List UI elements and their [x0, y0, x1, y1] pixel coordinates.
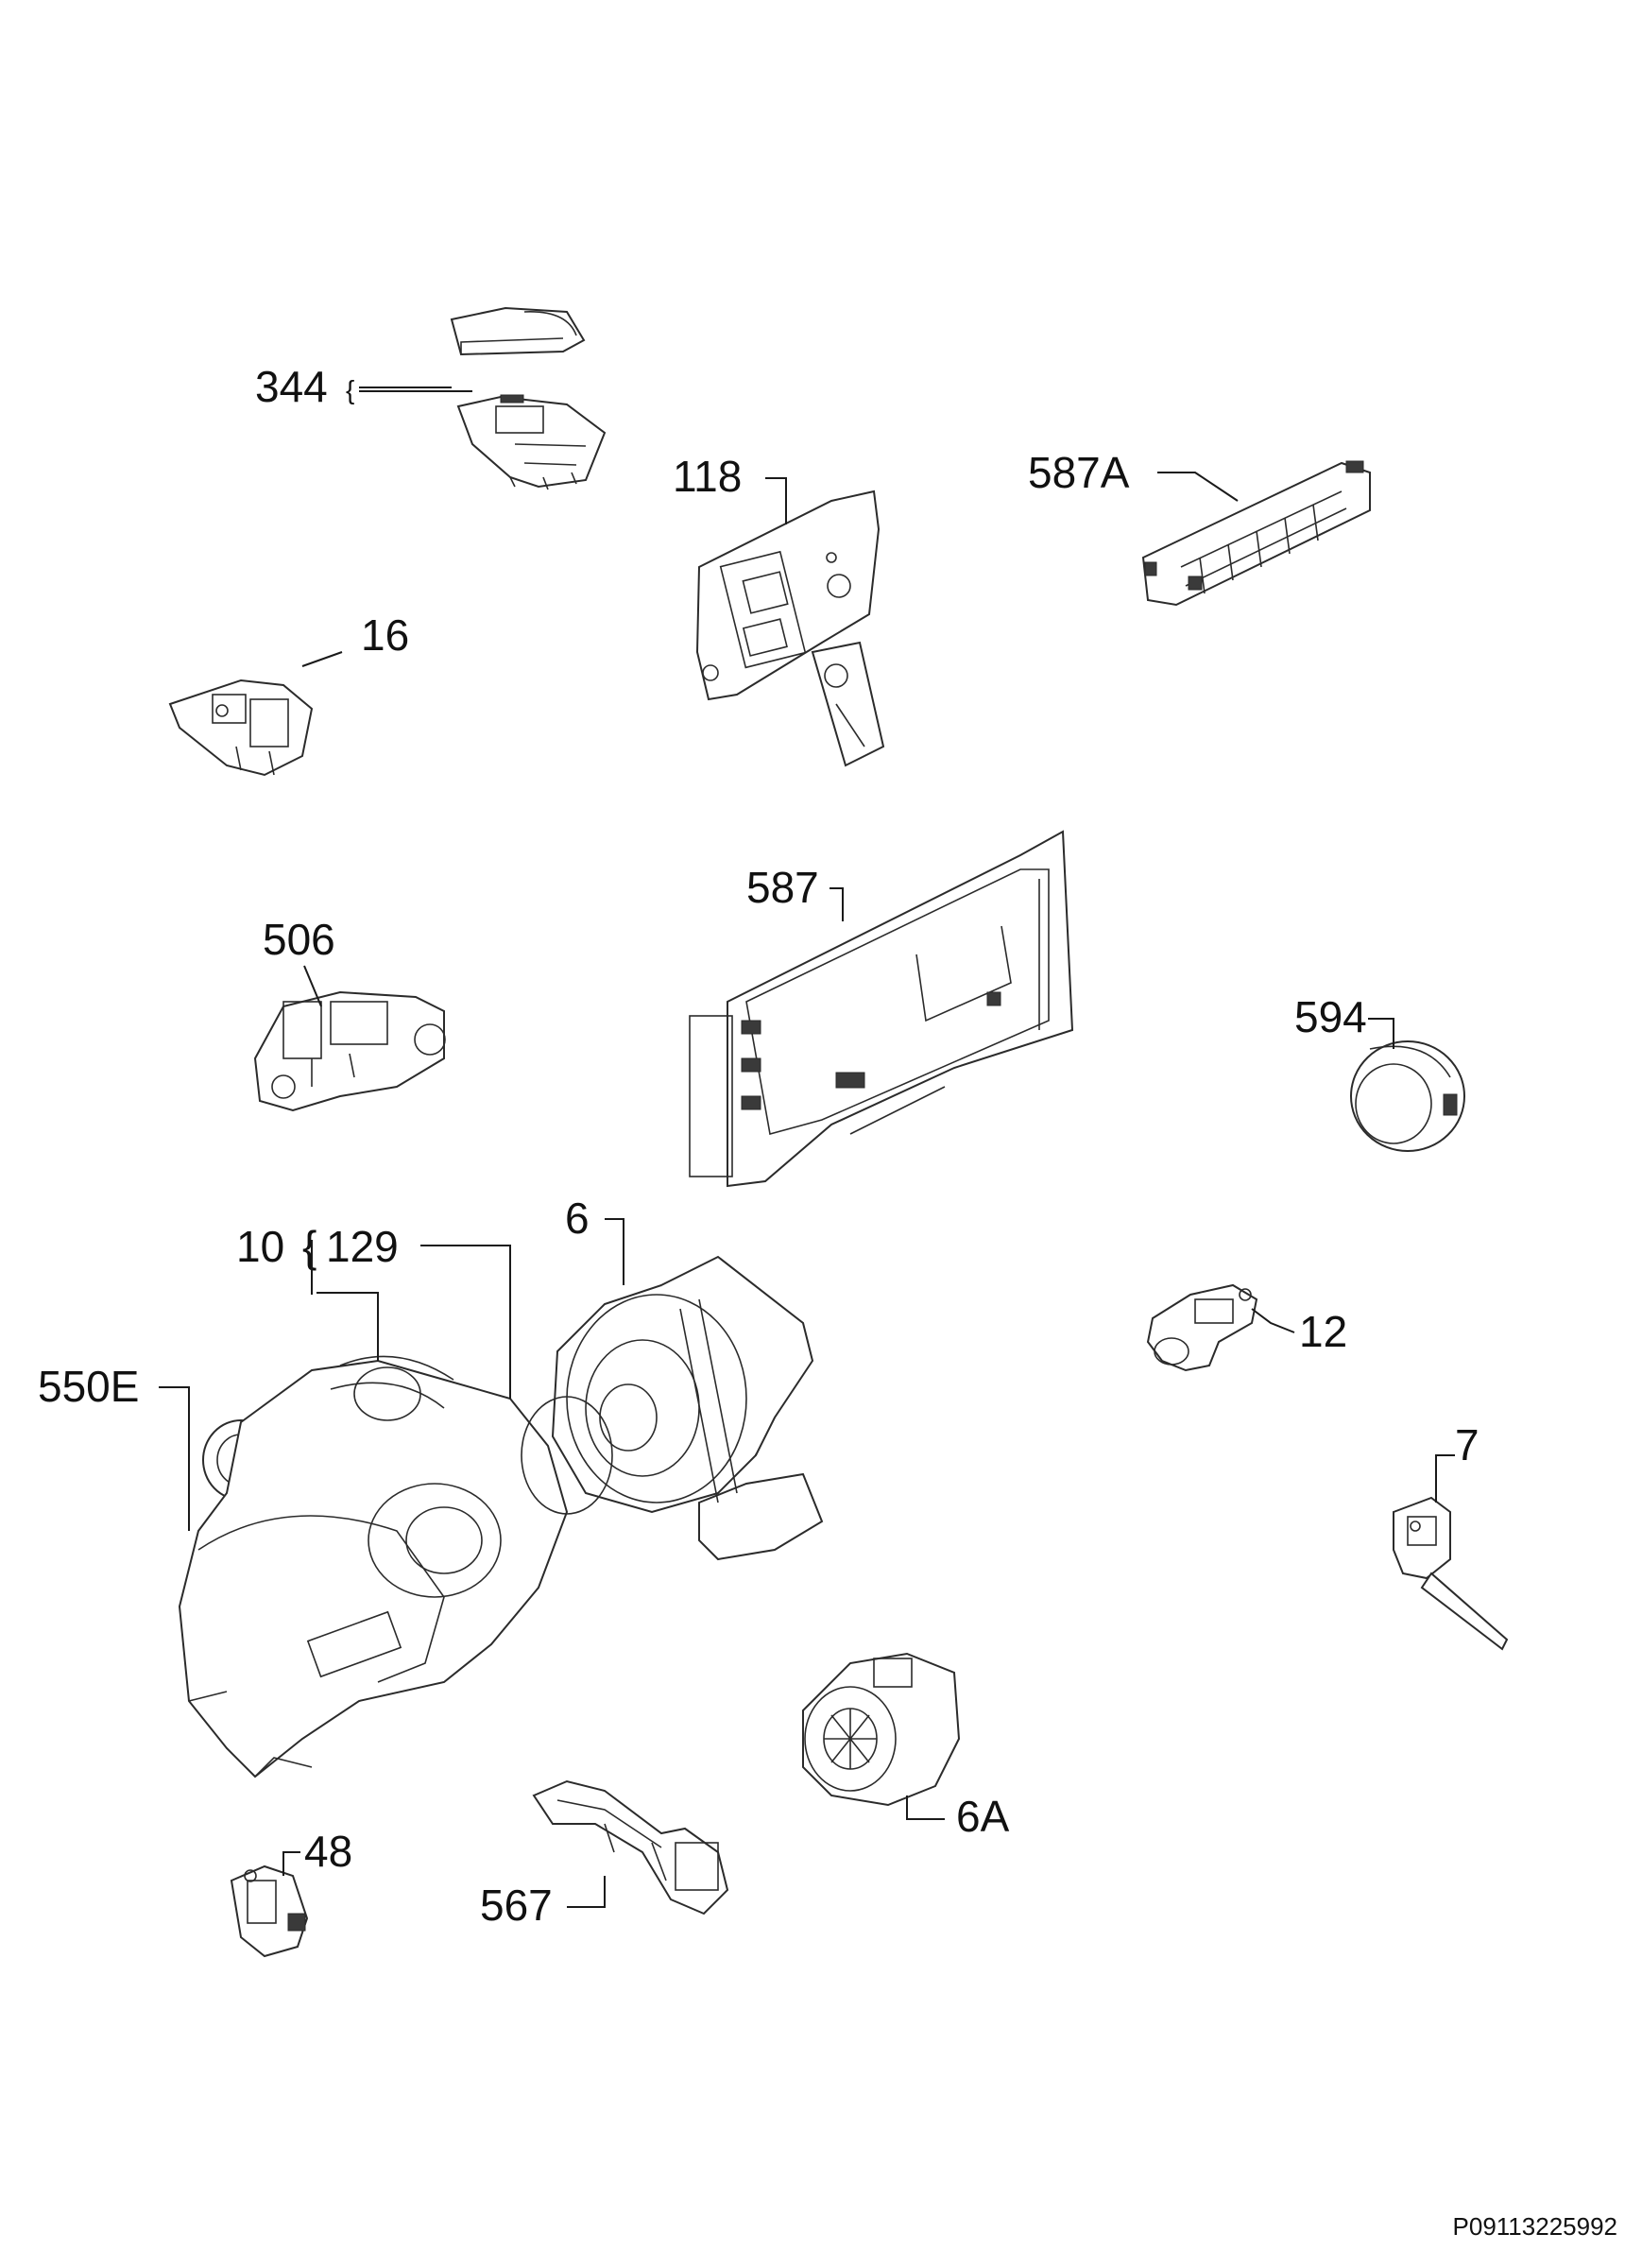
part-6-circulation-pump	[551, 1255, 824, 1561]
part-16-switch	[168, 679, 314, 777]
part-129-seal-ring	[521, 1396, 613, 1515]
callout-48: 48	[304, 1827, 352, 1876]
part-48-sensor	[230, 1864, 309, 1958]
callout-594: 594	[1294, 992, 1367, 1041]
brace-344: {	[346, 375, 354, 404]
callout-506: 506	[263, 915, 335, 964]
reference-code: P09113225992	[1452, 2212, 1617, 2241]
part-6A-drain-pump	[802, 1652, 961, 1807]
part-506-door-lock	[253, 990, 446, 1112]
callout-6A: 6A	[956, 1792, 1010, 1841]
part-594-knob	[1350, 1040, 1465, 1152]
callout-12: 12	[1299, 1307, 1347, 1356]
callout-16: 16	[361, 610, 409, 660]
part-587A-display-board	[1141, 460, 1371, 607]
brace-10: {	[302, 1222, 316, 1271]
part-118-panel-bracket	[695, 490, 885, 767]
callout-567: 567	[480, 1881, 553, 1930]
callout-587A: 587A	[1028, 448, 1130, 497]
part-7-microswitch	[1393, 1496, 1509, 1651]
part-12-sensor	[1146, 1283, 1258, 1372]
part-344-switch-module	[450, 306, 607, 490]
callout-129: 129	[326, 1222, 399, 1271]
callout-118: 118	[673, 452, 742, 501]
callout-587: 587	[746, 863, 819, 912]
callout-6: 6	[565, 1194, 590, 1243]
callout-344: 344	[255, 362, 328, 411]
callout-10: 10	[236, 1222, 284, 1271]
callout-7: 7	[1455, 1420, 1480, 1469]
part-567-hose	[532, 1779, 729, 1916]
part-550E-sump-assembly	[178, 1355, 569, 1778]
part-587-electronic-module	[689, 830, 1074, 1188]
callout-550E: 550E	[38, 1362, 139, 1411]
